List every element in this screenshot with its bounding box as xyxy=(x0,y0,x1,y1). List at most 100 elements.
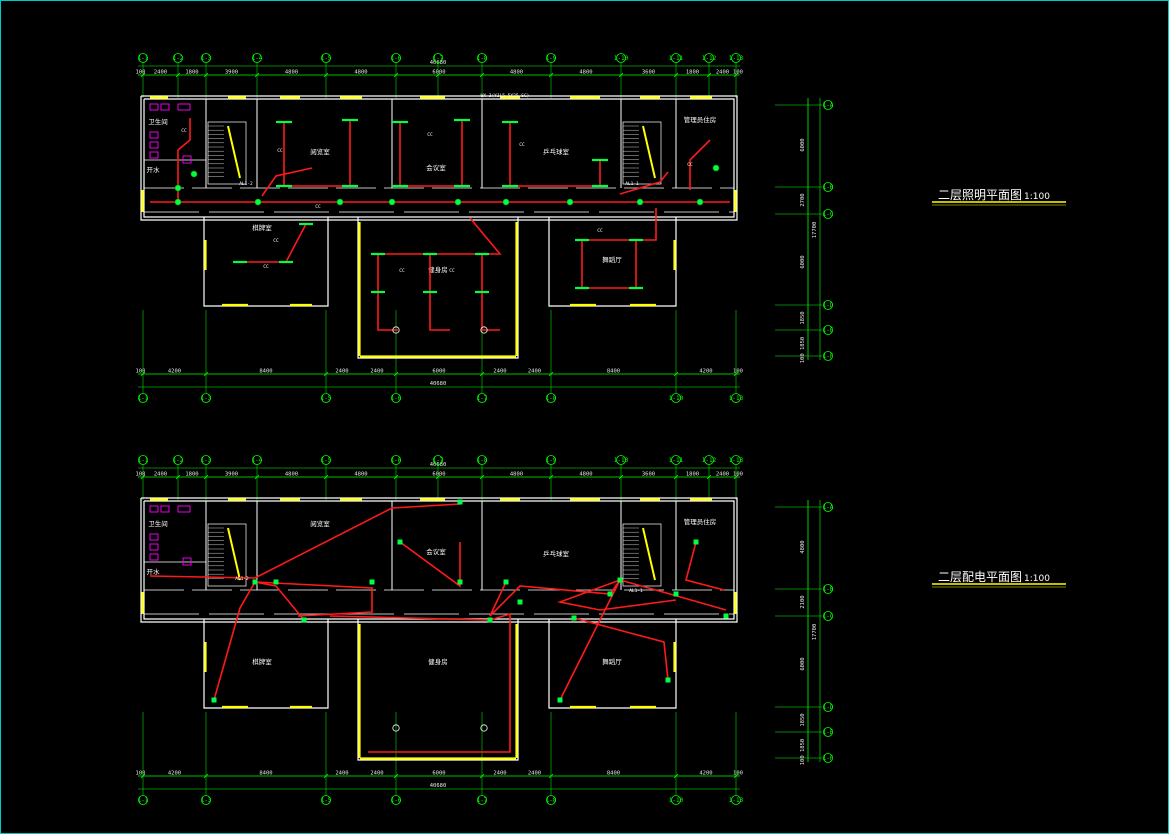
circuit-wire xyxy=(261,167,313,197)
dimension-segment: 8400 xyxy=(259,369,272,375)
axis-label: 1-10 xyxy=(614,55,629,62)
dimension-tick xyxy=(706,474,712,480)
feeder-label: WX-3(YJL5-5X25-SC) xyxy=(481,93,530,99)
axis-bubble xyxy=(731,455,741,465)
dimension-vertical: 4800 xyxy=(800,540,806,553)
socket-symbol xyxy=(457,579,463,585)
axis-bubble xyxy=(391,795,401,805)
axis-label: 1-F xyxy=(823,755,834,762)
socket-symbol xyxy=(617,577,623,583)
axis-bubble xyxy=(616,53,626,63)
dimension-tick xyxy=(175,72,181,78)
gym-room-wall xyxy=(357,619,519,761)
dimension-segment: 2400 xyxy=(528,771,541,777)
dimension-tick xyxy=(140,371,146,377)
circuit-code: CC xyxy=(181,128,187,134)
outer-wall xyxy=(140,497,738,623)
dimension-tick xyxy=(479,474,485,480)
dimension-segment: 4800 xyxy=(354,472,367,478)
dimension-tick xyxy=(435,72,441,78)
circuit-wire xyxy=(685,541,725,591)
wc-fixture xyxy=(149,151,159,159)
circuit-wire xyxy=(582,208,657,241)
dimension-segment: 2400 xyxy=(493,771,506,777)
socket-symbol xyxy=(211,697,217,703)
circuit-wire xyxy=(254,581,373,617)
dimension-tick xyxy=(618,72,624,78)
dimension-tick xyxy=(393,72,399,78)
axis-bubble xyxy=(138,455,148,465)
staircase xyxy=(207,523,247,587)
circuit-code: CC xyxy=(597,228,603,234)
axis-bubble xyxy=(823,300,833,310)
dimension-vertical-total: 17700 xyxy=(812,624,818,641)
circuit-wire xyxy=(489,579,621,617)
dimension-segment: 6000 xyxy=(432,70,445,76)
wc-fixture xyxy=(160,103,170,111)
axis-bubble xyxy=(173,455,183,465)
dimension-segment: 4800 xyxy=(354,70,367,76)
axis-bubble xyxy=(391,455,401,465)
dimension-segment: 100 xyxy=(733,70,743,76)
axis-label: 1-4 xyxy=(252,55,263,62)
circuit-code: CC xyxy=(273,238,279,244)
axis-label: 1-3 xyxy=(201,395,212,402)
dimension-tick xyxy=(393,773,399,779)
axis-label: 1-9 xyxy=(546,55,557,62)
axis-label: 1-7 xyxy=(477,797,488,804)
axis-label: 1-5 xyxy=(321,457,332,464)
circuit-wire xyxy=(329,612,511,753)
room-label-wc: 卫生间 xyxy=(148,117,168,126)
axis-label: 1-3 xyxy=(201,55,212,62)
wc-fixture xyxy=(160,505,170,513)
dimension-vertical: 6000 xyxy=(800,138,806,151)
circuit-code: CC xyxy=(399,268,405,274)
axis-bubble xyxy=(138,393,148,403)
axis-label: 1-13 xyxy=(729,395,744,402)
socket-symbol xyxy=(665,677,671,683)
axis-label: 1-E xyxy=(823,327,834,334)
axis-label: 1-A xyxy=(823,102,834,109)
axis-label: 1-13 xyxy=(729,797,744,804)
room-label-wc: 卫生间 xyxy=(148,519,168,528)
circuit-wire xyxy=(149,503,461,579)
wc-fixture xyxy=(177,103,191,111)
axis-label: 1-8 xyxy=(546,797,557,804)
dimension-vertical: 6000 xyxy=(800,255,806,268)
axis-label: 1-13 xyxy=(729,457,744,464)
panel-label: AL1-1 xyxy=(625,181,639,187)
axis-bubble xyxy=(731,393,741,403)
axis-label: 1-10 xyxy=(669,797,684,804)
dimension-segment: 2400 xyxy=(528,369,541,375)
dimension-segment: 8400 xyxy=(607,369,620,375)
circuit-wire xyxy=(557,579,677,611)
dimension-segment: 100 xyxy=(136,70,146,76)
dimension-segment: 2400 xyxy=(716,70,729,76)
lighting-plan-title-text: 二层照明平面图 xyxy=(938,188,1022,202)
lamp-symbol xyxy=(174,184,182,192)
dimension-segment: 100 xyxy=(136,472,146,478)
socket-symbol xyxy=(369,579,375,585)
axis-bubble xyxy=(546,795,556,805)
circuit-wire xyxy=(429,254,450,331)
axis-bubble xyxy=(704,455,714,465)
dimension-vertical: 2100 xyxy=(800,595,806,608)
axis-label: 1-D xyxy=(823,302,834,309)
dimension-tick xyxy=(706,72,712,78)
circuit-wire xyxy=(619,171,669,195)
wc-fixture xyxy=(149,553,159,561)
dimension-segment: 8400 xyxy=(607,771,620,777)
chess-room-wall xyxy=(203,619,329,709)
dimension-tick xyxy=(733,72,739,78)
axis-label: 1-6 xyxy=(391,797,402,804)
axis-label: 1-3 xyxy=(201,797,212,804)
axis-label: 1-C xyxy=(823,613,834,620)
axis-bubble xyxy=(823,584,833,594)
stair-handrail xyxy=(227,125,241,179)
axis-bubble xyxy=(477,53,487,63)
lamp-symbol xyxy=(254,198,262,206)
dimension-segment: 100 xyxy=(136,369,146,375)
wc-fixture xyxy=(149,131,159,139)
